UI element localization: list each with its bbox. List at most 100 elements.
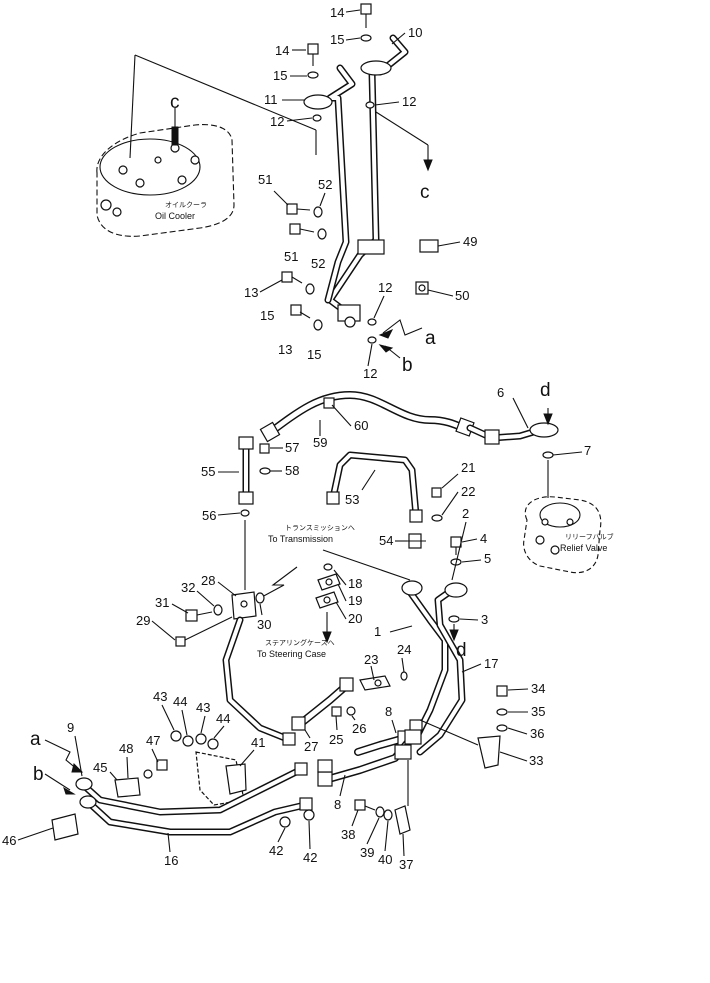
callout-label: 28 [201, 573, 215, 588]
callout-label: 43 [196, 700, 210, 715]
callout-label: 45 [93, 760, 107, 775]
callout-label: 12 [270, 114, 284, 129]
callout-label: 8 [385, 704, 392, 719]
marker-letter: d [540, 380, 551, 401]
bolt-21 [431, 487, 442, 498]
fittings-8-upper [394, 719, 423, 760]
pipe-17 [416, 584, 466, 756]
callout-label: 12 [363, 366, 377, 381]
callout-label: 31 [155, 595, 169, 610]
callout-label: 39 [360, 845, 374, 860]
callout-label: 20 [348, 611, 362, 626]
oil-cooler-drawing [96, 108, 235, 237]
pipe-53 [326, 451, 423, 523]
bolt-38 [354, 799, 376, 811]
callout-label: 13 [278, 342, 292, 357]
callout-label: 11 [264, 92, 278, 107]
bracket-28 [231, 591, 257, 620]
callout-label: 21 [461, 460, 475, 475]
callout-label: 5 [484, 551, 491, 566]
hose-59 [259, 391, 475, 443]
callout-label: 17 [484, 656, 498, 671]
o-ring-7 [542, 451, 554, 459]
leader-c-arrow [375, 111, 429, 146]
bolt-14-top [360, 3, 372, 42]
callout-label: 29 [136, 613, 150, 628]
callout-label: 51 [258, 172, 272, 187]
callout-label: 13 [244, 285, 258, 300]
pipe-6 [466, 422, 559, 445]
bolt-31 [185, 609, 213, 622]
flange-2 [401, 580, 423, 596]
callout-label: 42 [303, 850, 317, 865]
marker-letter: d [456, 640, 467, 661]
bolt-51-upper [286, 203, 323, 218]
bracket-41 [195, 751, 247, 806]
callout-label: 10 [408, 25, 422, 40]
pipe-bracket-line [222, 616, 296, 746]
callout-label: 40 [378, 852, 392, 867]
callout-label: 14 [330, 5, 344, 20]
callout-label: 55 [201, 464, 215, 479]
callout-label: 42 [269, 843, 283, 858]
callout-label: 33 [529, 753, 543, 768]
flange-18-19-20 [315, 563, 341, 644]
callout-label: 59 [313, 435, 327, 450]
callout-label: 52 [311, 256, 325, 271]
callout-label: 41 [251, 735, 265, 750]
callout-label: 43 [153, 689, 167, 704]
bolt-13-upper [281, 271, 315, 295]
callout-label: 15 [307, 347, 321, 362]
plate-46 [51, 813, 79, 841]
callout-label: 35 [531, 704, 545, 719]
bracket-23 [359, 675, 391, 691]
washer-48 [143, 769, 153, 779]
marker-letter: a [30, 729, 41, 750]
oil-cooler-label: Oil Cooler [155, 211, 195, 221]
bolt-25 [331, 706, 342, 717]
callout-label: 18 [348, 576, 362, 591]
pipe-1 [406, 588, 449, 744]
relief-valve-label: Relief Valve [560, 543, 607, 553]
o-ring-30 [255, 592, 265, 604]
callout-label: 15 [260, 308, 274, 323]
callout-label: 46 [2, 833, 16, 848]
o-ring-56 [240, 509, 250, 517]
callout-label: 38 [341, 827, 355, 842]
callout-label: 44 [173, 694, 187, 709]
callout-label: 8 [334, 797, 341, 812]
callout-label: 15 [273, 68, 287, 83]
callout-label: 48 [119, 741, 133, 756]
callout-label: 34 [531, 681, 545, 696]
washer-40 [383, 809, 393, 821]
marker-letter: a [425, 328, 436, 349]
relief-valve-label-jp: リリーフバルブ [565, 532, 614, 541]
leader-a-upper [382, 319, 423, 336]
callout-label: 19 [348, 593, 362, 608]
callout-label: 30 [257, 617, 271, 632]
to-transmission-label-jp: トランスミッションへ [285, 524, 355, 532]
callout-label: 25 [329, 732, 343, 747]
callout-label: 60 [354, 418, 368, 433]
callout-label: 53 [345, 492, 359, 507]
clip-45 [114, 777, 141, 798]
o-ring-12-c [367, 318, 377, 326]
callout-label: 27 [304, 739, 318, 754]
callout-label: 3 [481, 612, 488, 627]
washer-43-a [170, 730, 182, 742]
washer-36 [496, 724, 508, 732]
o-ring-24 [400, 671, 408, 681]
to-transmission-label: To Transmission [268, 534, 333, 544]
bolt-34 [496, 685, 508, 697]
washer-44-a [182, 735, 194, 747]
o-ring-3 [448, 615, 460, 623]
clip-37 [394, 805, 411, 835]
flange-2b [444, 582, 468, 598]
o-ring-12-b [365, 101, 375, 109]
callout-label: 37 [399, 857, 413, 872]
o-ring-12-a [312, 114, 322, 122]
to-steering-case-label: To Steering Case [257, 649, 326, 659]
callout-label: 26 [352, 721, 366, 736]
washer-44-b [207, 738, 219, 750]
callout-label: 12 [402, 94, 416, 109]
